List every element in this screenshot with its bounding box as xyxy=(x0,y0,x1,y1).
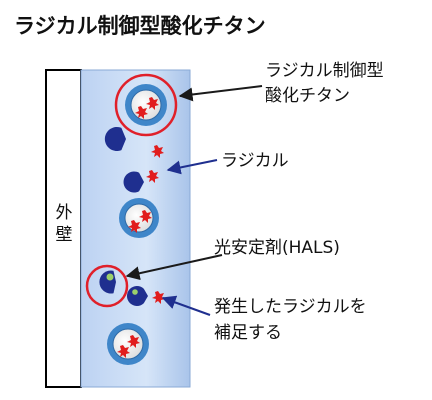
arrow-capture xyxy=(161,295,211,316)
tio2-particle-3 xyxy=(107,323,149,365)
arrow-radical xyxy=(166,159,218,175)
radical-icon xyxy=(135,97,159,119)
radical-icon xyxy=(128,210,152,233)
highlight-ring-tio2 xyxy=(114,73,178,137)
label-hals: 光安定剤(HALS) xyxy=(214,238,340,258)
outer-wall xyxy=(45,69,82,388)
label-controlled-tio2-line1: ラジカル制御型 xyxy=(265,61,384,81)
radical-icon xyxy=(146,170,159,183)
hals-molecule-2 xyxy=(123,171,144,193)
label-capture-line2: 補足する xyxy=(214,323,282,343)
wall-label-char-2: 壁 xyxy=(56,225,73,245)
tio2-particle-2 xyxy=(119,198,159,238)
wall-label-char-1: 外 xyxy=(56,203,73,223)
tio2-particle-1 xyxy=(125,84,167,126)
label-controlled-tio2-line2: 酸化チタン xyxy=(265,86,350,106)
hals-molecule-1 xyxy=(104,127,126,151)
label-capture-line1: 発生したラジカルを xyxy=(214,297,367,317)
arrow-tio2 xyxy=(178,85,263,102)
hals-molecule-3 xyxy=(99,270,116,294)
arrow-hals xyxy=(125,254,223,281)
highlight-ring-hals xyxy=(85,264,129,308)
radical-icon xyxy=(117,335,140,358)
radical-icon xyxy=(152,291,165,304)
hals-molecule-4 xyxy=(126,286,148,306)
radical-icon xyxy=(151,145,164,158)
label-radical: ラジカル xyxy=(221,151,289,171)
diagram-title: ラジカル制御型酸化チタン xyxy=(14,14,266,38)
